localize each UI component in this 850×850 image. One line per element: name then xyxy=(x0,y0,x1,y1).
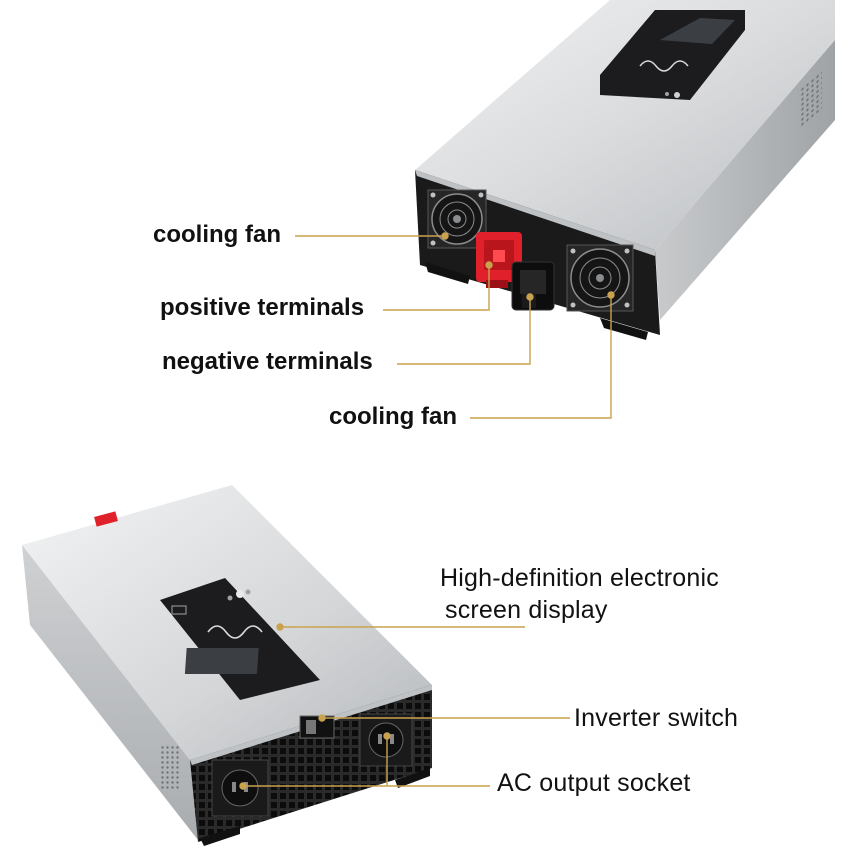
top-inverter-side-face xyxy=(655,40,835,320)
top-lcd-screen xyxy=(660,18,735,44)
bottom-lcd-screen xyxy=(184,648,259,674)
label-cooling-fan-2: cooling fan xyxy=(329,403,457,430)
bottom-sine-wave-icon xyxy=(207,625,263,639)
top-leader-lines xyxy=(295,232,615,419)
bottom-inverter-side-face xyxy=(22,545,198,840)
bottom-inverter xyxy=(22,485,432,846)
top-cooling-fan-right xyxy=(566,244,634,312)
top-sine-wave-icon xyxy=(639,60,689,72)
leader-negative-terminals xyxy=(397,297,531,365)
top-button-icon xyxy=(674,92,680,98)
ac-socket-right xyxy=(359,713,413,767)
bottom-red-terminal xyxy=(94,511,118,527)
bottom-battery-icon xyxy=(171,605,187,615)
leader-positive-terminals xyxy=(383,265,490,311)
bottom-leader-lines xyxy=(239,623,570,790)
label-cooling-fan-1: cooling fan xyxy=(153,221,281,248)
label-negative-terminals: negative terminals xyxy=(162,348,373,375)
label-screen-display-line1: High-definition electronic xyxy=(440,564,719,592)
bottom-display-panel xyxy=(160,578,320,700)
label-ac-output-socket: AC output socket xyxy=(497,769,691,797)
leader-cooling-fan-2 xyxy=(470,295,612,419)
bottom-inverter-side-vents xyxy=(160,745,180,790)
bottom-power-button-icon xyxy=(236,590,244,598)
top-inverter-side-vents xyxy=(800,70,822,129)
label-positive-terminals: positive terminals xyxy=(160,294,365,321)
inverter-switch-shape xyxy=(299,715,335,739)
top-inverter-top-face xyxy=(415,0,835,250)
label-screen-display-line2: screen display xyxy=(445,596,608,624)
top-inverter xyxy=(415,0,835,340)
label-inverter-switch: Inverter switch xyxy=(574,704,739,732)
negative-terminal xyxy=(511,261,555,311)
